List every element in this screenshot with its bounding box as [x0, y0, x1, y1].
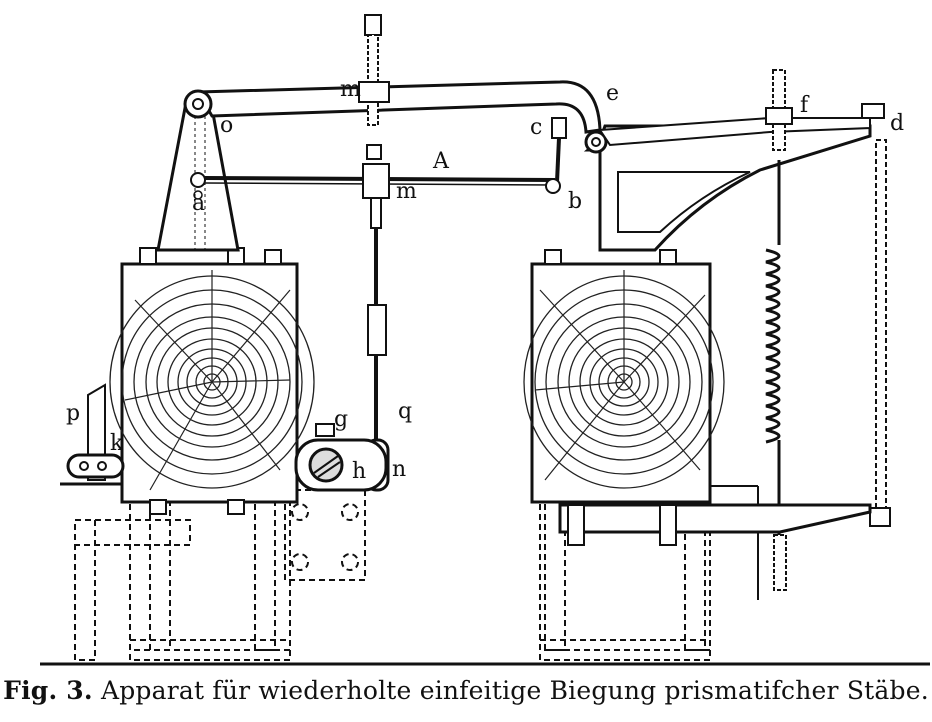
figure-number: Fig. 3.: [3, 676, 93, 705]
pivot-a: [190, 172, 206, 188]
rod-d: [861, 103, 891, 527]
block-bolts: [139, 247, 677, 515]
lever-c-b: [545, 117, 567, 194]
label-m-top: m: [340, 77, 361, 102]
holder-p-k: [66, 383, 125, 481]
label-f: f: [800, 93, 810, 118]
spring-column-f: [765, 69, 793, 591]
screw-spindle: [358, 14, 390, 492]
figure-caption-text: Apparat für wiederholte einfeitige Biegu…: [100, 676, 929, 705]
pivot-e: [584, 130, 608, 154]
left-wood-block: [109, 262, 315, 504]
label-q: q: [398, 399, 412, 424]
label-b: b: [568, 189, 582, 214]
figure-caption: Fig. 3. Apparat für wiederholte einfeiti…: [0, 676, 932, 705]
lower-crossbar: [558, 503, 872, 534]
label-g: g: [334, 407, 348, 432]
left-stand: [74, 499, 291, 661]
label-a: a: [192, 191, 205, 216]
label-d: d: [890, 111, 904, 136]
pivot-o: [183, 89, 213, 119]
label-h: h: [352, 459, 366, 484]
label-m-mid: m: [396, 179, 417, 204]
label-e: e: [606, 81, 619, 106]
right-wood-block: [523, 262, 725, 504]
label-n: n: [392, 457, 406, 482]
label-A: A: [432, 149, 450, 174]
label-k: k: [110, 431, 124, 456]
clamp-g-h: [294, 423, 388, 492]
label-c: c: [530, 115, 542, 140]
label-p: p: [66, 401, 80, 426]
label-o: o: [220, 113, 233, 138]
